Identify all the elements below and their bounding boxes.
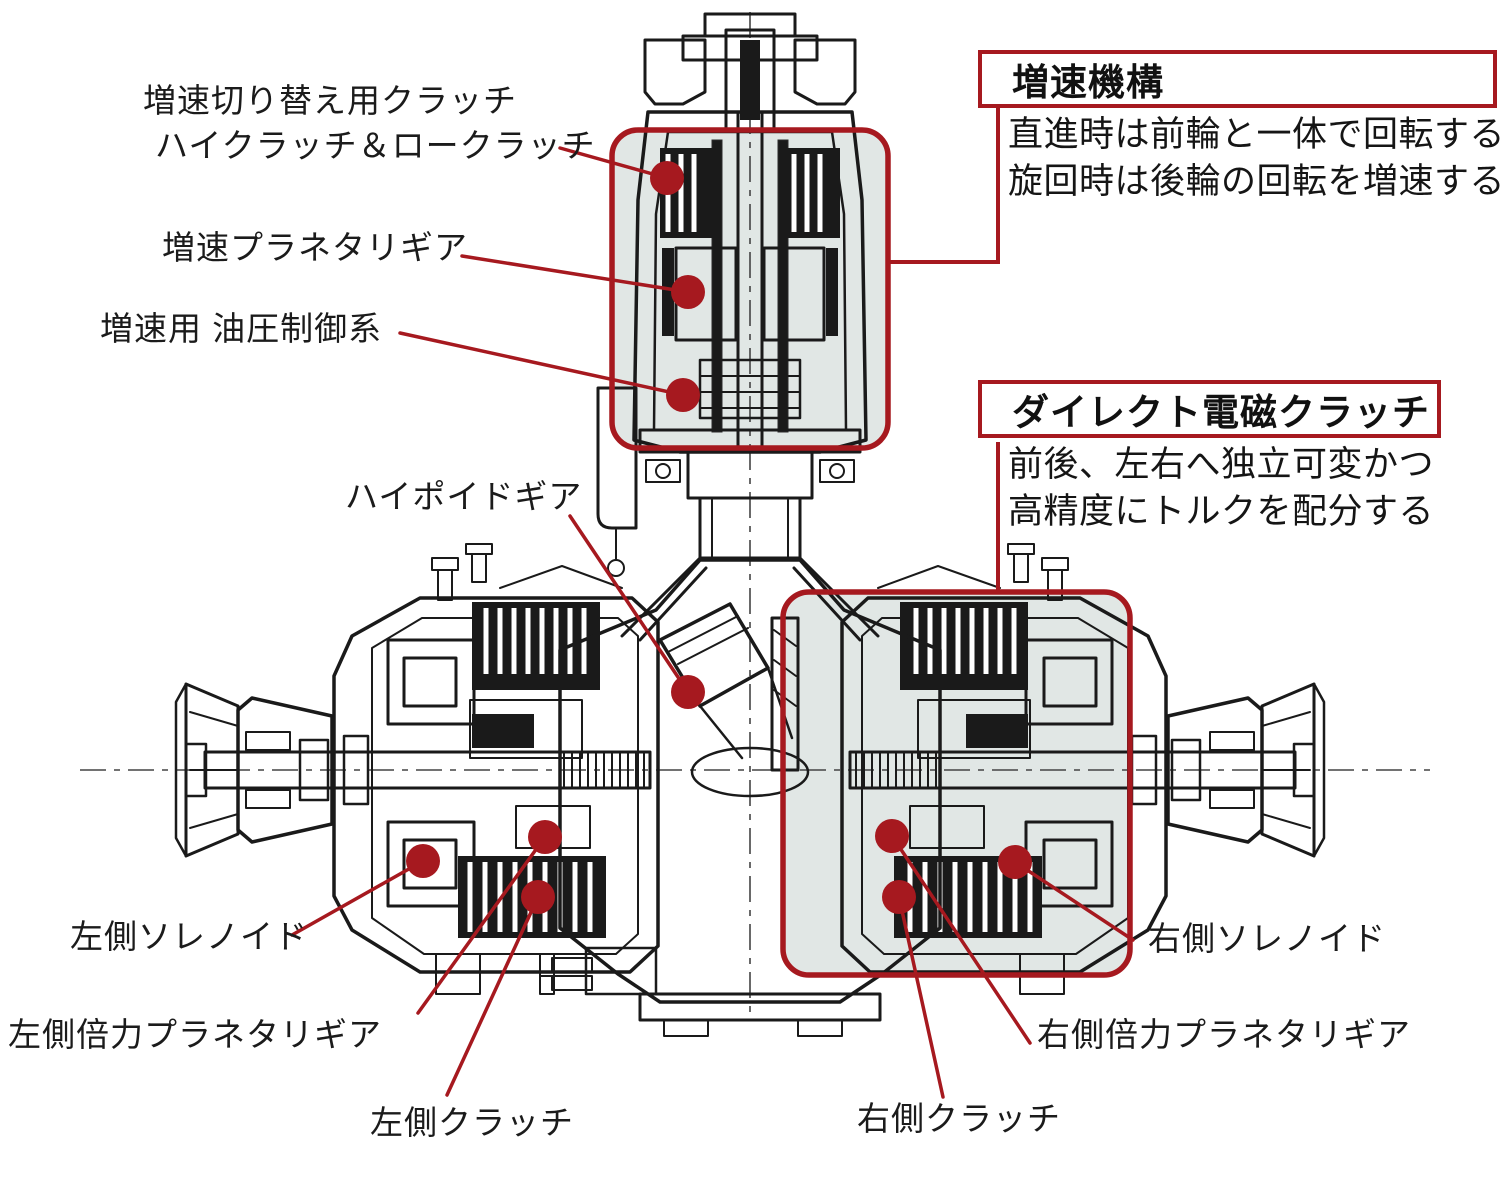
callout-em-clutch-line2: 高精度にトルクを配分する xyxy=(1008,492,1435,531)
leader-accel-planetary xyxy=(460,254,690,294)
dot-accel-planetary xyxy=(671,275,705,309)
dot-hypoid-gear xyxy=(671,675,705,709)
connector-accel-mechanism xyxy=(890,108,1000,264)
label-accel-hydraulic: 増速用 油圧制御系 xyxy=(100,310,383,347)
callout-em-clutch-body: 前後、左右へ独立可変かつ 高精度にトルクを配分する xyxy=(978,441,1441,535)
dot-right-solenoid xyxy=(998,845,1032,879)
label-left-clutch: 左側クラッチ xyxy=(370,1104,574,1141)
dot-accel-switch-clutch xyxy=(650,161,684,195)
leader-left-solenoid xyxy=(290,859,425,937)
callout-em-clutch-title: ダイレクト電磁クラッチ xyxy=(978,380,1441,438)
callout-accel-mechanism-title: 増速機構 xyxy=(978,50,1497,108)
callout-accel-mechanism-body: 直進時は前輪と一体で回転する 旋回時は後輪の回転を増速する xyxy=(978,111,1500,205)
leader-left-booster-planetary xyxy=(416,835,547,1015)
leader-lines xyxy=(290,146,1135,1099)
part-markers xyxy=(406,161,1032,914)
label-right-booster-planetary: 右側倍力プラネタリギア xyxy=(1037,1016,1411,1053)
dot-accel-hydraulic xyxy=(666,378,700,412)
highlight-region-em-clutch xyxy=(780,589,1133,978)
callout-accel-mechanism-line1: 直進時は前輪と一体で回転する xyxy=(1008,115,1500,154)
leader-accel-hydraulic xyxy=(398,331,685,397)
highlight-region-accel-mechanism xyxy=(609,127,891,451)
label-accel-planetary: 増速プラネタリギア xyxy=(162,229,468,266)
dot-left-booster-planetary xyxy=(528,820,562,854)
label-hypoid-gear: ハイポイドギア xyxy=(345,478,583,515)
label-left-booster-planetary: 左側倍力プラネタリギア xyxy=(8,1016,382,1053)
dot-left-clutch xyxy=(521,880,555,914)
leader-accel-switch-clutch xyxy=(558,146,669,180)
callout-em-clutch-line1: 前後、左右へ独立可変かつ xyxy=(1008,445,1435,484)
dot-left-solenoid xyxy=(406,844,440,878)
label-left-solenoid: 左側ソレノイド xyxy=(70,918,308,955)
callout-accel-mechanism-line2: 旋回時は後輪の回転を増速する xyxy=(1008,162,1500,201)
centerlines xyxy=(80,12,1430,1016)
label-right-solenoid: 右側ソレノイド xyxy=(1148,920,1386,957)
leader-hypoid-gear xyxy=(568,514,690,694)
leader-right-solenoid xyxy=(1013,860,1135,942)
label-accel-switch-clutch-line1: 増速切り替え用クラッチ xyxy=(143,82,517,119)
leader-right-clutch xyxy=(897,895,945,1099)
leader-left-clutch xyxy=(445,895,540,1097)
label-accel-switch-clutch-line2: ハイクラッチ＆ロークラッチ xyxy=(155,127,596,164)
callout-accel-mechanism: 増速機構 直進時は前輪と一体で回転する 旋回時は後輪の回転を増速する xyxy=(978,50,1500,205)
dot-right-clutch xyxy=(882,880,916,914)
leader-right-booster-planetary xyxy=(890,834,1032,1045)
label-right-clutch: 右側クラッチ xyxy=(857,1100,1061,1137)
dot-right-booster-planetary xyxy=(875,819,909,853)
callout-em-clutch: ダイレクト電磁クラッチ 前後、左右へ独立可変かつ 高精度にトルクを配分する xyxy=(978,380,1441,535)
